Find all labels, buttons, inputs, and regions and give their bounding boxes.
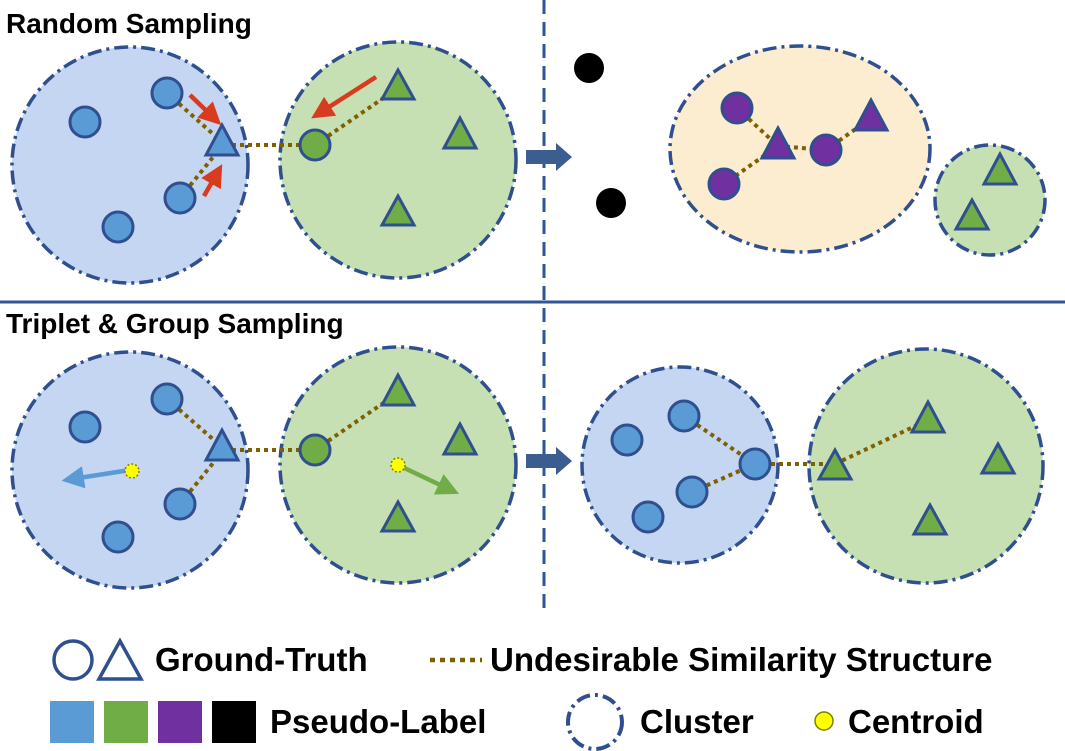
bottom-transition-arrow (526, 447, 572, 475)
centroid-point (124, 463, 140, 479)
legend-pseudo-label-label: Pseudo-Label (270, 703, 486, 740)
gt-circle-point (631, 500, 665, 534)
top-left-red-arrows (188, 75, 378, 198)
gt-circle-point (738, 447, 772, 481)
gt-triangle-point (441, 420, 479, 456)
gt-triangle-point (909, 398, 947, 434)
legend-cluster-label: Cluster (640, 703, 754, 740)
gt-circle-point (667, 399, 701, 433)
top-right-orange-cluster (668, 44, 932, 254)
gt-triangle-point (979, 440, 1017, 475)
gt-triangle-point (379, 498, 417, 533)
gt-triangle-point (379, 192, 417, 227)
gt-triangle-point (203, 121, 241, 157)
bottom-right-blue-points (610, 399, 772, 534)
gt-triangle-point (852, 96, 890, 132)
gt-triangle-point (981, 150, 1019, 186)
gt-triangle-point (911, 501, 949, 536)
gt-circle-point (298, 128, 332, 162)
legend-pseudo-label: Pseudo-Label (50, 701, 486, 743)
pseudo-label-swatch-green (104, 701, 148, 743)
random-sampling-title: Random Sampling (6, 8, 252, 39)
gt-circle-point (150, 76, 184, 110)
gt-triangle-point (759, 124, 797, 160)
bottom-right-blue-cluster (580, 365, 780, 565)
legend: Ground-Truth Undesirable Similarity Stru… (50, 637, 993, 751)
gt-circle-point (610, 423, 644, 457)
legend-centroid-label: Centroid (848, 703, 984, 740)
top-right-purple-points (707, 91, 890, 201)
bottom-left-blue-points (68, 382, 241, 554)
bottom-left-green-points (298, 371, 479, 533)
pseudo-label-swatch-blue (50, 701, 94, 743)
triplet-group-sampling-title: Triplet & Group Sampling (6, 308, 344, 339)
gt-triangle-point (379, 66, 417, 101)
legend-ground-truth: Ground-Truth (52, 637, 368, 681)
gt-circle-point (163, 487, 197, 521)
top-right-black-points (574, 53, 626, 218)
centroid-icon (814, 711, 834, 731)
gt-triangle-point (441, 114, 479, 150)
gt-circle-point (150, 382, 184, 416)
pseudo-label-swatch-purple (158, 701, 202, 743)
centroid-point (390, 457, 406, 473)
gt-triangle-point (379, 371, 417, 407)
top-left-blue-points (68, 76, 241, 244)
gt-circle-point (68, 105, 102, 139)
pseudo-label-swatch-black (212, 701, 256, 743)
gt-triangle-point (953, 196, 991, 231)
bottom-left-centroids (124, 457, 406, 479)
top-right-green-points (953, 150, 1019, 231)
legend-cluster: Cluster (566, 693, 754, 751)
legend-centroid: Centroid (814, 703, 984, 740)
legend-undesirable-label: Undesirable Similarity Structure (490, 641, 993, 678)
gt-circle-point (675, 475, 709, 509)
gt-circle-point (707, 167, 741, 201)
gt-circle-point (720, 91, 754, 125)
top-left-green-points (298, 66, 479, 227)
bottom-right-green-cluster (807, 347, 1045, 585)
gt-circle-point (298, 433, 332, 467)
gt-circle-point (68, 410, 102, 444)
gt-circle-icon (52, 639, 94, 681)
cluster-icon (566, 693, 624, 751)
top-right-green-cluster (933, 143, 1047, 257)
gt-circle-point (101, 520, 135, 554)
gt-circle-point (163, 181, 197, 215)
pseudo-label-black-point (596, 188, 626, 218)
gt-circle-point (101, 210, 135, 244)
bottom-right-green-points (816, 398, 1017, 536)
top-transition-arrow (526, 143, 572, 171)
bottom-left-centroid-arrows (61, 462, 460, 495)
legend-ground-truth-label: Ground-Truth (155, 641, 368, 678)
gt-triangle-point (816, 446, 854, 481)
pseudo-label-black-point (574, 53, 604, 83)
legend-undesirable: Undesirable Similarity Structure (430, 641, 993, 678)
gt-triangle-point (203, 426, 241, 462)
top-left-blue-cluster (10, 45, 250, 285)
gt-circle-point (809, 133, 843, 167)
gt-triangle-icon (96, 637, 144, 681)
